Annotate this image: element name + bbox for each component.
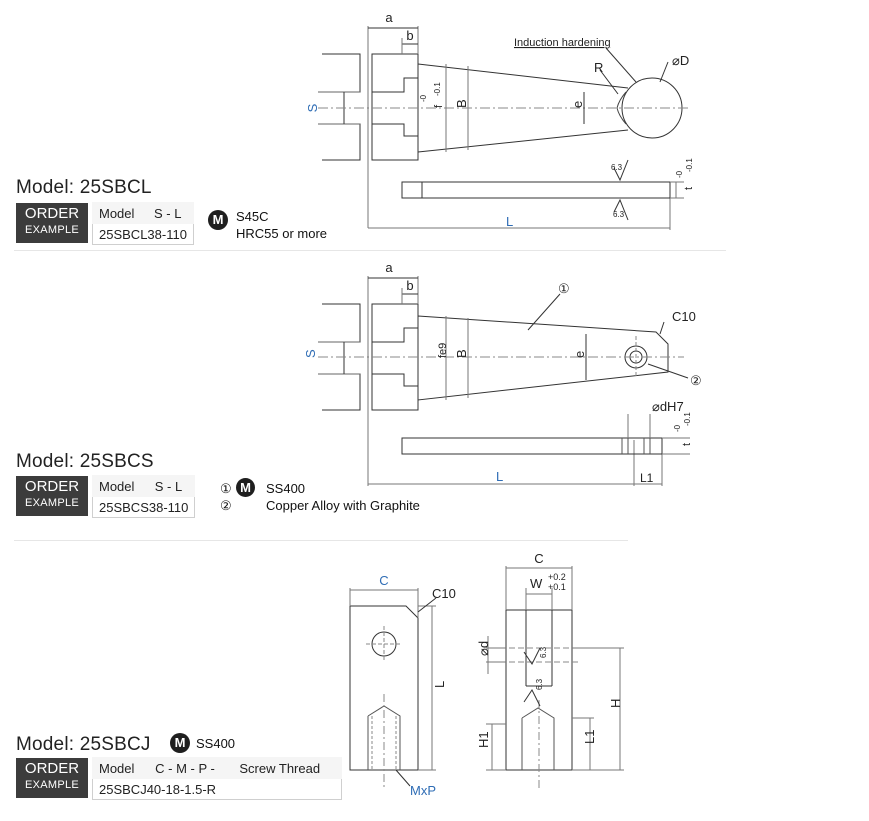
material-list: S45C HRC55 or more [236, 208, 327, 242]
callout-2: ② [690, 373, 702, 388]
model-title: Model: 25SBCS [16, 451, 154, 472]
roughness-lower: 6.3 [535, 678, 544, 690]
dim-t-tol-bottom: -0.1 [685, 158, 694, 172]
dim-a: a [385, 10, 393, 25]
material-num-1: ① [220, 481, 232, 496]
material-text: SS400 [196, 736, 236, 751]
order-header-thread: Screw Thread [232, 757, 342, 779]
dim-C10: C10 [672, 309, 696, 324]
divider [14, 250, 726, 251]
material-line-2: ② Copper Alloy with Graphite [220, 497, 420, 514]
dim-e: e [572, 351, 587, 358]
order-header-model: Model [91, 757, 150, 779]
dim-L1: L1 [640, 471, 654, 485]
material-m-icon: M [170, 733, 190, 753]
model-title: Model: 25SBCL [16, 177, 152, 198]
drawing-25sbcj: C C10 L MxP C W +0.2 +0.1 ⌀d 6.3 6.3 H1 … [349, 551, 624, 798]
dim-f-tol-bottom: -0.1 [433, 82, 442, 96]
order-table: Model C - M - P - Screw Thread 25SBCJ40-… [91, 757, 342, 800]
dim-t: t [683, 187, 695, 190]
model-title: Model: 25SBCJ [16, 734, 151, 755]
dim-f-tol-top: -0 [419, 94, 428, 102]
dim-t-tol-bottom: -0.1 [683, 412, 692, 426]
order-label-bottom: EXAMPLE [24, 779, 80, 791]
order-header-model: Model [92, 202, 148, 224]
dim-fe9: fe9 [437, 343, 449, 358]
dim-D: ⌀D [672, 53, 689, 68]
dim-e: e [570, 101, 585, 108]
order-header-params: S - L [146, 202, 194, 224]
order-label-top: ORDER [24, 478, 80, 495]
dim-L: L [496, 469, 503, 484]
material-num-2: ② [220, 498, 232, 513]
material-list: ① M SS400 ② Copper Alloy with Graphite [220, 478, 420, 514]
order-example-value: 25SBCS38-110 [91, 496, 196, 518]
material-line-1: ① M SS400 [220, 478, 305, 497]
roughness-upper: 6.3 [539, 646, 548, 658]
divider [14, 540, 628, 541]
dim-t-tol-top: -0 [675, 170, 684, 178]
order-example-label: ORDER EXAMPLE [16, 203, 88, 243]
order-example-value: 25SBCL38-110 [92, 223, 194, 245]
label-induction: Induction hardening [514, 37, 611, 49]
dim-dH7: ⌀dH7 [652, 399, 684, 414]
order-example-label: ORDER EXAMPLE [16, 476, 88, 516]
material-m-icon: M [208, 210, 228, 230]
order-label-bottom: EXAMPLE [24, 224, 80, 236]
dim-C-front: C [379, 573, 388, 588]
order-label-top: ORDER [24, 760, 80, 777]
dim-R: R [594, 60, 603, 75]
dim-L1: L1 [582, 730, 597, 744]
dim-MxP: MxP [410, 783, 436, 798]
dim-L: L [506, 214, 513, 229]
order-table: Model S - L 25SBCS38-110 [91, 475, 196, 518]
order-header-model: Model [92, 475, 149, 497]
dim-b: b [406, 28, 413, 43]
material-line-1: S45C [236, 209, 269, 224]
dim-f: f [433, 104, 445, 108]
dim-W-tol-bottom: +0.1 [548, 582, 566, 592]
order-header-params: C - M - P - [148, 757, 234, 779]
dim-H: H [608, 699, 623, 708]
dim-t: t [681, 443, 693, 446]
dim-a: a [385, 260, 393, 275]
order-example-value: 25SBCJ40-18-1.5-R [92, 778, 342, 800]
dim-t-tol-top: -0 [673, 424, 682, 432]
dim-C-side: C [534, 551, 543, 566]
dim-b: b [406, 278, 413, 293]
roughness-top: 6.3 [611, 163, 623, 172]
order-header-params: S - L [147, 475, 196, 497]
dim-W-tol-top: +0.2 [548, 572, 566, 582]
dim-C10: C10 [432, 586, 456, 601]
dim-W: W [530, 576, 543, 591]
order-example-label: ORDER EXAMPLE [16, 758, 88, 798]
order-label-top: ORDER [24, 205, 80, 222]
material-text-2: Copper Alloy with Graphite [266, 498, 420, 513]
material-text-1: SS400 [266, 481, 306, 496]
order-label-bottom: EXAMPLE [24, 497, 80, 509]
material-m-icon: M [236, 478, 255, 497]
dim-H1: H1 [476, 731, 491, 748]
dim-s: S [303, 349, 318, 358]
dim-B: B [454, 349, 469, 358]
dim-B: B [454, 99, 469, 108]
dim-L: L [432, 681, 447, 688]
dim-d: ⌀d [476, 641, 491, 656]
order-table: Model S - L 25SBCL38-110 [92, 202, 194, 245]
dim-s: S [305, 103, 320, 112]
roughness-bottom: 6.3 [613, 210, 625, 219]
drawing-25sbcs: a b S fe9 B e ① ② C10 ⌀dH7 L L1 t -0 -0.… [303, 260, 702, 486]
material-line-2: HRC55 or more [236, 226, 328, 241]
drawing-25sbcl: a b S f -0 -0.1 B e Induction hardening … [305, 10, 695, 230]
callout-1: ① [558, 281, 570, 296]
